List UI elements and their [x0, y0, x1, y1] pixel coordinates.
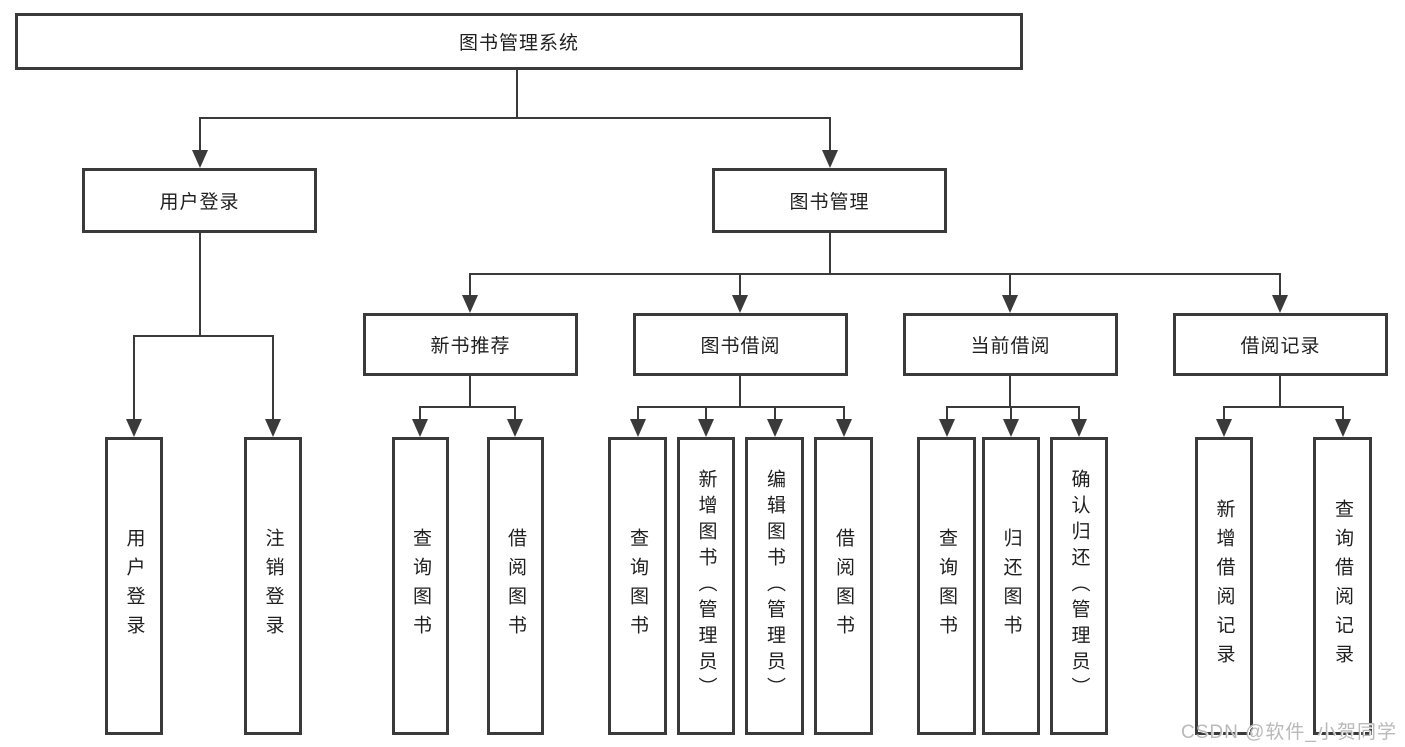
csdn-watermark: CSDN @软件_小贺同学	[1181, 722, 1397, 743]
connector-user-login-down	[199, 231, 201, 337]
connector-leaf-logout-stem	[272, 335, 274, 420]
connector-leaf-g3a-stem	[637, 406, 639, 421]
leaf-return-book: 归还图书	[982, 437, 1040, 735]
connector-user-login-stem	[199, 117, 201, 152]
leaf-return-book-label: 归还图书	[1000, 528, 1022, 644]
connector-borrow-records-down	[1279, 374, 1281, 408]
connector-leaf-g4b-stem	[1010, 406, 1012, 421]
connector-book-borrow-down	[739, 374, 741, 408]
leaf-query-books-borrow-label: 查询图书	[627, 528, 648, 644]
arrowhead-leaf-g2a-icon	[412, 419, 428, 437]
connector-leaf-user-login-stem	[133, 335, 135, 420]
leaf-logout: 注销登录	[244, 437, 302, 735]
connector-book-mgmt-stem	[829, 117, 831, 152]
connector-new-book-stem	[469, 273, 471, 297]
connector-leaf-g3b-stem	[705, 406, 707, 421]
node-book-borrowing: 图书借阅	[633, 313, 848, 376]
connector-current-borrow-stem	[1009, 273, 1011, 297]
arrowhead-leaf-g3c-icon	[767, 419, 783, 437]
leaf-add-borrow-record: 新增借阅记录	[1195, 437, 1253, 735]
connector-new-book-down	[469, 374, 471, 408]
connector-leaf-g3d-stem	[843, 406, 845, 421]
arrowhead-leaf-g2b-icon	[507, 419, 523, 437]
node-new-book-recommend: 新书推荐	[363, 313, 578, 376]
arrowhead-user-login-icon	[192, 150, 208, 168]
connector-book-mgmt-down	[829, 231, 831, 275]
node-new-book-recommend-label: 新书推荐	[430, 336, 511, 357]
node-borrowing-records: 借阅记录	[1173, 313, 1388, 376]
node-root-label: 图书管理系统	[458, 33, 579, 54]
arrowhead-leaf-g5b-icon	[1335, 419, 1351, 437]
arrowhead-leaf-g3d-icon	[836, 419, 852, 437]
connector-current-borrow-down	[1009, 374, 1011, 408]
arrowhead-current-borrow-icon	[1002, 295, 1018, 313]
connector-new-book-rail	[419, 406, 516, 408]
leaf-query-borrow-record: 查询借阅记录	[1313, 437, 1372, 735]
leaf-query-books-recommend: 查询图书	[392, 437, 449, 735]
arrowhead-borrow-records-icon	[1272, 295, 1288, 313]
node-book-management: 图书管理	[712, 168, 947, 233]
connector-current-borrow-rail	[946, 406, 1080, 408]
leaf-borrow-books-recommend-label: 借阅图书	[505, 528, 526, 644]
connector-user-login-rail	[133, 335, 274, 337]
arrowhead-book-borrow-icon	[732, 295, 748, 313]
node-user-login-label: 用户登录	[159, 192, 240, 213]
leaf-query-books-borrow: 查询图书	[608, 437, 667, 735]
connector-level2-rail	[199, 117, 831, 119]
arrowhead-leaf-user-login-icon	[126, 419, 142, 437]
arrowhead-leaf-logout-icon	[265, 419, 281, 437]
leaf-user-login-label: 用户登录	[123, 528, 145, 644]
connector-borrow-records-stem	[1279, 273, 1281, 297]
connector-leaf-g3c-stem	[774, 406, 776, 421]
leaf-edit-book-admin-label: 编辑图书（管理员）	[764, 469, 785, 703]
leaf-add-borrow-record-label: 新增借阅记录	[1213, 499, 1235, 673]
arrowhead-leaf-g4a-icon	[939, 419, 955, 437]
leaf-query-books-current-label: 查询图书	[936, 528, 957, 644]
leaf-confirm-return-admin: 确认归还（管理员）	[1050, 437, 1108, 735]
leaf-user-login: 用户登录	[105, 437, 163, 735]
leaf-borrow-books-recommend: 借阅图书	[487, 437, 544, 735]
leaf-edit-book-admin: 编辑图书（管理员）	[745, 437, 804, 735]
connector-book-borrow-stem	[739, 273, 741, 297]
node-user-login: 用户登录	[82, 168, 317, 233]
connector-leaf-g2a-stem	[419, 406, 421, 421]
connector-leaf-g5a-stem	[1223, 406, 1225, 421]
leaf-add-book-admin-label: 新增图书（管理员）	[695, 469, 717, 703]
arrowhead-leaf-g3a-icon	[630, 419, 646, 437]
connector-book-borrow-rail	[637, 406, 845, 408]
connector-leaf-g4a-stem	[946, 406, 948, 421]
node-borrowing-records-label: 借阅记录	[1240, 336, 1321, 357]
leaf-borrow-books: 借阅图书	[814, 437, 873, 735]
node-current-borrowing-label: 当前借阅	[970, 336, 1051, 357]
connector-root-stem	[516, 70, 518, 118]
node-book-borrowing-label: 图书借阅	[700, 336, 781, 357]
connector-borrow-records-rail	[1223, 406, 1343, 408]
arrowhead-new-book-icon	[462, 295, 478, 313]
connector-leaf-g2b-stem	[514, 406, 516, 421]
connector-leaf-g5b-stem	[1342, 406, 1344, 421]
leaf-add-book-admin: 新增图书（管理员）	[677, 437, 735, 735]
leaf-query-books-recommend-label: 查询图书	[410, 528, 431, 644]
arrowhead-book-mgmt-icon	[822, 150, 838, 168]
node-book-management-label: 图书管理	[789, 192, 870, 213]
leaf-confirm-return-admin-label: 确认归还（管理员）	[1068, 469, 1090, 703]
leaf-borrow-books-label: 借阅图书	[833, 528, 854, 644]
leaf-query-books-current: 查询图书	[917, 437, 976, 735]
arrowhead-leaf-g5a-icon	[1216, 419, 1232, 437]
arrowhead-leaf-g4b-icon	[1003, 419, 1019, 437]
node-current-borrowing: 当前借阅	[903, 313, 1118, 376]
arrowhead-leaf-g3b-icon	[698, 419, 714, 437]
connector-leaf-g4c-stem	[1078, 406, 1080, 421]
node-root: 图书管理系统	[15, 13, 1023, 70]
arrowhead-leaf-g4c-icon	[1071, 419, 1087, 437]
leaf-logout-label: 注销登录	[262, 528, 284, 644]
connector-level3-rail	[469, 273, 1281, 275]
leaf-query-borrow-record-label: 查询借阅记录	[1332, 499, 1353, 673]
